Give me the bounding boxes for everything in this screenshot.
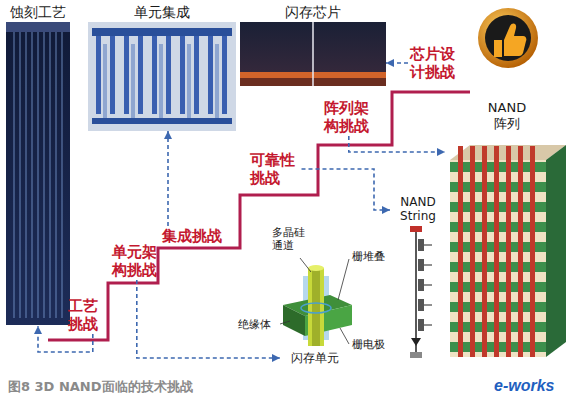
staircase xyxy=(48,92,470,340)
array-figure: NAND 阵列 xyxy=(445,100,569,362)
cell-figure: 闪存单元 xyxy=(280,266,350,366)
node-label: 单元集成 xyxy=(134,4,190,20)
watermark: e-works xyxy=(494,376,554,395)
node-label: 单元架 构挑战 xyxy=(112,243,162,279)
dashed-arrow xyxy=(137,280,280,358)
node-label: 工艺 挑战 xyxy=(68,297,118,333)
node-label: 蚀刻工艺 xyxy=(10,4,66,20)
challenge-step: 单元架 构挑战 xyxy=(110,242,164,280)
dashed-arrow xyxy=(349,136,445,152)
etch-photo xyxy=(6,22,70,325)
string-figure: NAND String xyxy=(390,196,446,361)
nand-array-illustration xyxy=(450,145,566,357)
node-label: NAND String xyxy=(390,196,446,224)
dashed-arrow xyxy=(302,169,391,210)
flash-cell-illustration xyxy=(283,265,352,346)
photo-panel: 蚀刻工艺 xyxy=(4,4,72,326)
node-label: 闪存芯片 xyxy=(285,4,341,20)
challenge-step: 阵列架 构挑战 xyxy=(322,98,376,136)
nand-string-illustration xyxy=(410,226,432,358)
node-label: NAND 阵列 xyxy=(484,100,531,131)
thumbs-up-icon xyxy=(478,8,538,68)
challenge-step: 集成挑战 xyxy=(160,226,224,246)
figure-caption: 图8 3D NAND面临的技术挑战 xyxy=(8,378,193,396)
challenge-step: 工艺 挑战 xyxy=(66,296,120,334)
challenge-step: 芯片设 计挑战 xyxy=(408,44,462,82)
node-label: 集成挑战 xyxy=(162,227,222,245)
chip-photo xyxy=(240,22,386,86)
node-label: 闪存单元 xyxy=(291,351,339,366)
part-label: 绝缘体 xyxy=(238,318,271,331)
photo-panel: 单元集成 xyxy=(88,4,236,131)
node-label: 可靠性 挑战 xyxy=(250,151,300,187)
part-label: 多晶硅 通道 xyxy=(272,226,307,252)
node-label: 阵列架 构挑战 xyxy=(324,99,374,135)
challenge-step: 可靠性 挑战 xyxy=(248,150,302,188)
dashed-arrow xyxy=(386,62,408,64)
integration-photo xyxy=(88,22,236,131)
leader-lines xyxy=(280,258,349,344)
photo-panel: 闪存芯片 xyxy=(240,4,386,86)
part-label: 栅电极 xyxy=(352,338,385,351)
part-label: 栅堆叠 xyxy=(352,250,385,263)
dashed-arrow xyxy=(167,131,169,226)
node-label: 芯片设 计挑战 xyxy=(410,45,460,81)
